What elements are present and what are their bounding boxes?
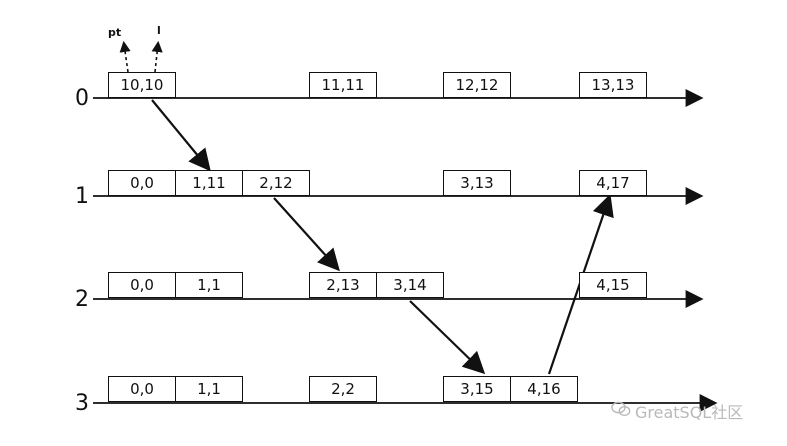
node: 13,13 <box>579 72 647 98</box>
node: 4,15 <box>579 272 647 298</box>
l-pointer <box>151 40 163 73</box>
node: 4,17 <box>579 170 647 196</box>
node: 11,11 <box>309 72 377 98</box>
l-label: l <box>157 24 161 37</box>
node: 1,1 <box>175 272 243 298</box>
node: 1,11 <box>175 170 243 196</box>
node: 0,0 <box>108 376 176 402</box>
pt-pointer <box>119 40 131 73</box>
node: 4,16 <box>510 376 578 402</box>
node: 3,15 <box>443 376 511 402</box>
row-label-0: 0 <box>75 86 89 111</box>
arrow-10-10-to-1-11 <box>151 99 211 172</box>
node: 10,10 <box>108 72 176 98</box>
wechat-icon <box>611 401 631 421</box>
node: 2,12 <box>242 170 310 196</box>
node: 2,2 <box>309 376 377 402</box>
row-label-3: 3 <box>75 391 89 416</box>
node: 2,13 <box>309 272 377 298</box>
node: 3,14 <box>376 272 444 298</box>
node: 12,12 <box>443 72 511 98</box>
watermark: GreatSQL社区 <box>611 399 743 423</box>
node: 3,13 <box>443 170 511 196</box>
row-label-1: 1 <box>75 184 89 209</box>
row-label-2: 2 <box>75 287 89 312</box>
node: 0,0 <box>108 272 176 298</box>
node: 1,1 <box>175 376 243 402</box>
arrow-2-12-to-2-13 <box>273 197 340 272</box>
watermark-text: GreatSQL社区 <box>635 403 744 422</box>
arrow-3-14-to-3-15 <box>409 300 486 375</box>
node: 0,0 <box>108 170 176 196</box>
pt-label: pt <box>108 26 122 39</box>
